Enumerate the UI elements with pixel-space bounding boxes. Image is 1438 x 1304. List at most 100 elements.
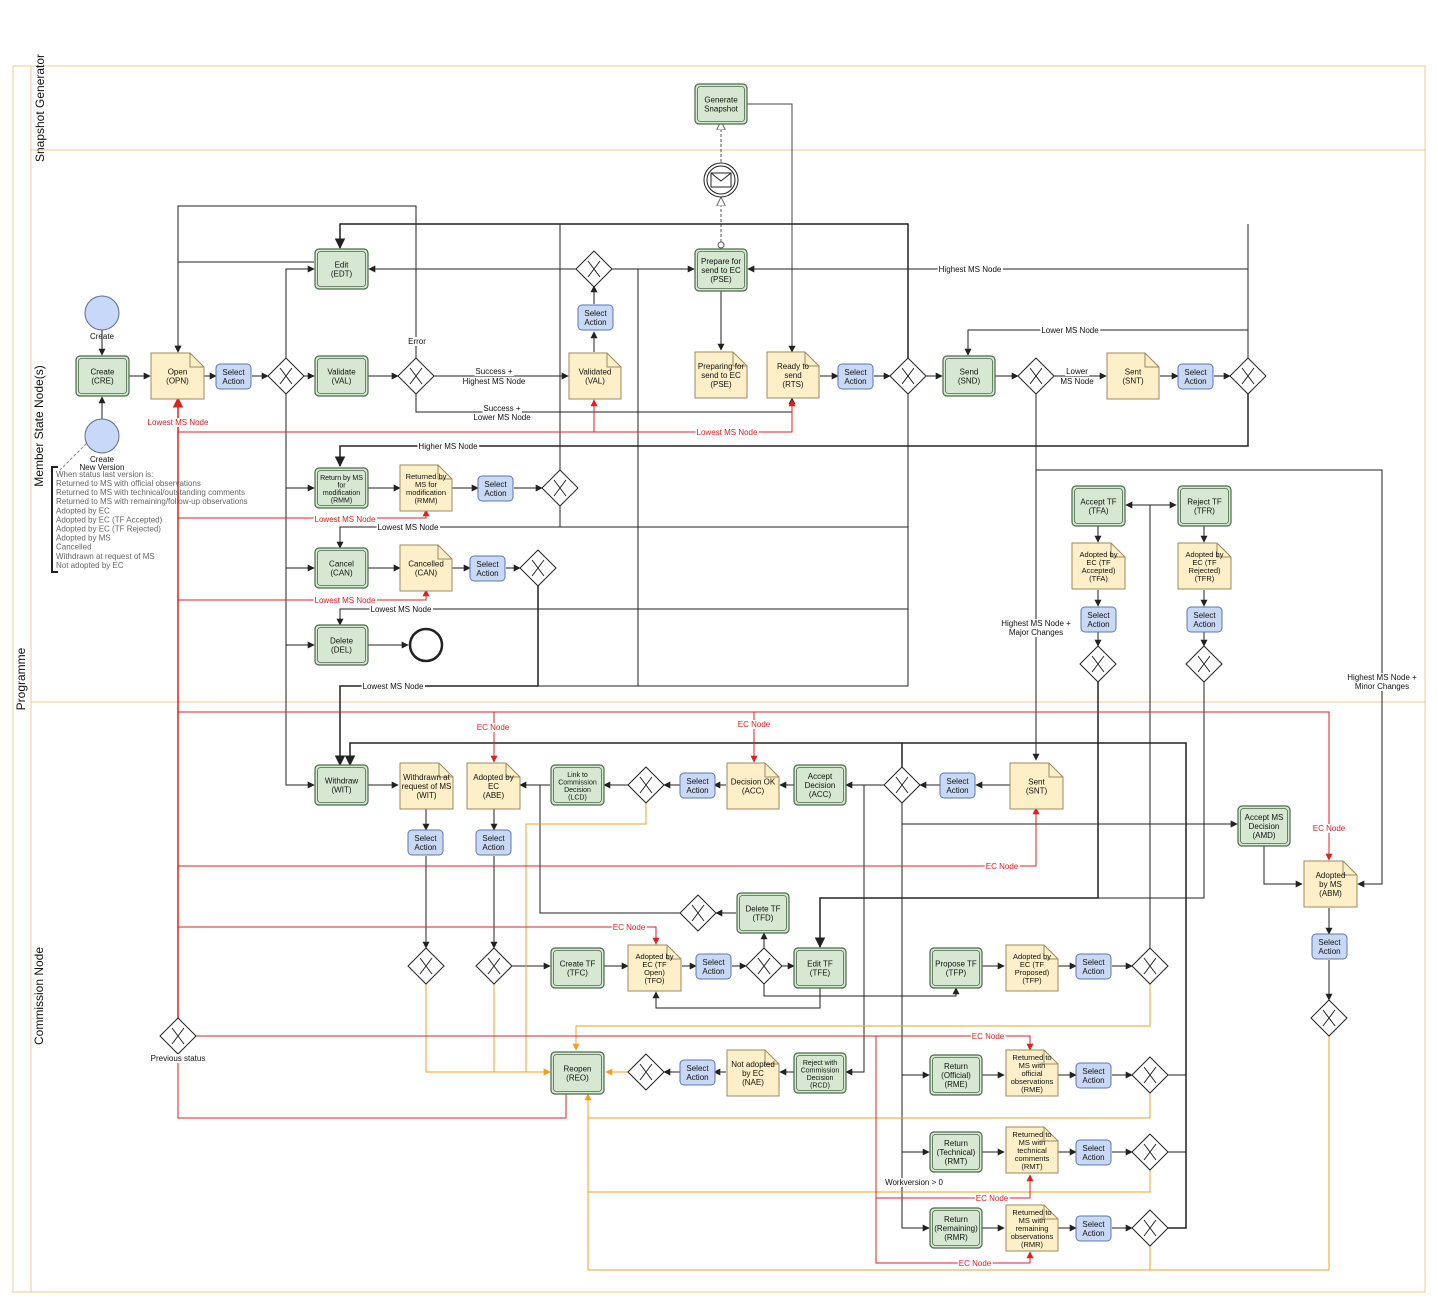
- node-label-line: Sent: [1028, 778, 1045, 787]
- node-label-line: Action: [1318, 947, 1340, 956]
- task-val-task[interactable]: Validate(VAL): [314, 355, 369, 397]
- node-label-line: Select: [1082, 1220, 1105, 1229]
- node-label-line: Select: [1082, 1067, 1105, 1076]
- gateway-12: [627, 766, 665, 804]
- edge-gw-error: [174, 205, 417, 358]
- node-label-line: Withdraw: [325, 777, 359, 786]
- node-label-line: (SNT): [1122, 377, 1144, 386]
- node-label-line: MS with: [1019, 1138, 1046, 1147]
- task-reo[interactable]: Reopen(REO): [550, 1051, 605, 1095]
- task-edt[interactable]: Edit(EDT): [314, 248, 369, 290]
- edge-gw5-lowest: [336, 506, 561, 549]
- node-label-line: MS for: [415, 480, 438, 489]
- node-label-line: Cancel: [329, 560, 354, 569]
- task-rmr-task[interactable]: Return(Remaining)(RMR): [929, 1207, 983, 1249]
- task-rmt-task[interactable]: Return(Technical)(RMT): [929, 1131, 983, 1173]
- task-tfa-task[interactable]: Accept TF(TFA): [1071, 485, 1126, 527]
- node-label-line: Rejected): [1188, 566, 1221, 575]
- task-cre[interactable]: Create(CRE): [75, 355, 130, 397]
- edge-prev-snt: [178, 807, 1040, 867]
- node-label-line: Return: [944, 1062, 968, 1071]
- task-snd[interactable]: Send(SND): [942, 355, 996, 397]
- task-tfr-task[interactable]: Reject TF(TFR): [1177, 485, 1232, 527]
- document-snt-ec[interactable]: Sent(SNT): [1009, 762, 1064, 810]
- document-val-doc[interactable]: Validated(VAL): [568, 352, 622, 400]
- task-rme-task[interactable]: Return(Official)(RME): [929, 1054, 983, 1096]
- node-label-line: (TFR): [1194, 507, 1215, 516]
- node-label-line: (Official): [941, 1071, 971, 1080]
- document-can-doc[interactable]: Cancelled(CAN): [399, 544, 453, 592]
- document-snt-ms[interactable]: Sent(SNT): [1106, 352, 1160, 400]
- edge-label: Highest MS Node: [463, 377, 526, 386]
- task-tfp-task[interactable]: Propose TF(TFP): [929, 947, 983, 989]
- node-label-line: (SND): [958, 377, 981, 386]
- node-label-line: (TFE): [810, 969, 831, 978]
- document-acc-doc[interactable]: Decision OK(ACC): [726, 762, 780, 810]
- task-tfd[interactable]: Delete TF(TFD): [736, 892, 790, 934]
- task-tfe[interactable]: Edit TF(TFE): [793, 947, 847, 989]
- edge-gw-can: [285, 488, 315, 572]
- document-opn[interactable]: Open(OPN): [150, 352, 205, 400]
- node-label-line: Open: [168, 368, 188, 377]
- gateway-10: [1185, 645, 1223, 683]
- node-label-line: Accepted): [1082, 566, 1116, 575]
- task-tfc[interactable]: Create TF(TFC): [550, 947, 605, 989]
- annotation-title: When status last version is:: [56, 470, 153, 479]
- node-label-line: (ACC): [742, 787, 765, 796]
- node-label-line: Preparing for: [698, 362, 745, 371]
- task-del[interactable]: Delete(DEL): [314, 624, 369, 666]
- task-can-task[interactable]: Cancel(CAN): [314, 547, 369, 589]
- node-label-line: Action: [686, 1073, 708, 1082]
- edge-label: EC Node: [1313, 824, 1346, 833]
- node-label-line: Action: [686, 786, 708, 795]
- task-wit-task[interactable]: Withdraw(WIT): [314, 764, 369, 806]
- annotation-item: Returned to MS with technical/outstandin…: [56, 488, 245, 497]
- node-label-line: Select: [1082, 1144, 1105, 1153]
- node-label-line: Action: [414, 843, 436, 852]
- start-event-create[interactable]: Create: [84, 295, 120, 341]
- node-label-line: by MS: [1319, 880, 1342, 889]
- node-label-line: remaining: [1016, 1224, 1049, 1233]
